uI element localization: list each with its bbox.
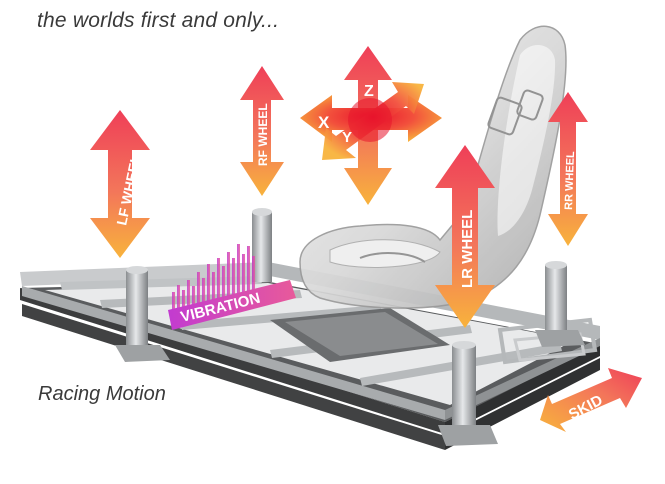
caption: Racing Motion: [38, 383, 166, 405]
vibration-bars: [168, 244, 296, 330]
rf-wheel-label: RF WHEEL: [256, 103, 270, 166]
axis-y-label: Y: [342, 129, 352, 146]
actuator-rr: [535, 261, 585, 347]
axis-z-label: Z: [364, 83, 374, 100]
actuator-lr: [438, 341, 498, 446]
lf-wheel-arrow: [90, 110, 150, 258]
actuator-lf: [115, 266, 170, 362]
rr-wheel-label: RR WHEEL: [563, 151, 577, 210]
lr-wheel-arrow: [435, 145, 495, 328]
actuator-rf: [252, 208, 272, 282]
rr-wheel-arrow: [548, 92, 588, 246]
headline: the worlds first and only...: [37, 9, 280, 32]
rf-wheel-arrow: [240, 66, 284, 196]
skid-arrow: [540, 368, 642, 432]
xyz-axis-arrows: [300, 46, 442, 205]
axis-x-label: X: [318, 113, 330, 132]
lr-wheel-label: LR WHEEL: [459, 210, 476, 288]
racing-seat: [299, 25, 567, 309]
